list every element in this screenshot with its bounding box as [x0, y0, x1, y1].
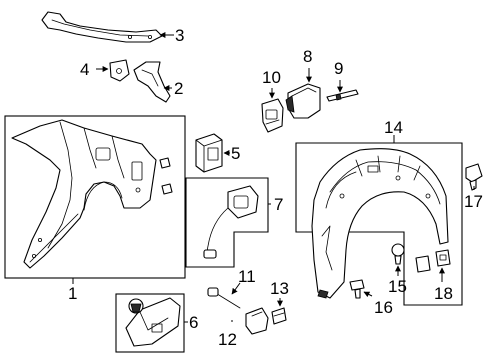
part-14-frame [295, 142, 463, 306]
part-3-reinforcement-strip [41, 11, 163, 43]
part-9-push-rod [326, 89, 359, 102]
part-1-frame [4, 115, 186, 279]
part-16-screw [349, 279, 365, 299]
part-18-clips [415, 249, 451, 273]
part-2-bracket [133, 61, 171, 103]
part-6-frame [115, 293, 185, 353]
part-11-rod [207, 287, 241, 309]
callout-15: 15 [388, 277, 407, 296]
part-10-fuel-door-housing [261, 98, 284, 133]
part-17-retainer [465, 163, 483, 191]
callout-16: 16 [374, 298, 393, 317]
callout-5: 5 [231, 144, 240, 163]
part-1-clips [159, 157, 173, 195]
part-14-fender-liner [311, 148, 449, 299]
callout-6: 6 [189, 313, 198, 332]
part-8-fuel-door [285, 83, 321, 119]
callout-10: 10 [262, 68, 281, 87]
callout-14: 14 [384, 118, 403, 137]
part-15-push-clip [391, 243, 405, 265]
callout-17: 17 [464, 192, 483, 211]
part-1-quarter-panel [11, 119, 157, 269]
leader-16 [363, 291, 373, 298]
part-4-plate [109, 59, 130, 82]
part-13-bumper [271, 307, 287, 325]
leader-11 [231, 282, 241, 295]
callout-13: 13 [270, 279, 289, 298]
callout-9: 9 [334, 59, 343, 78]
callout-2: 2 [174, 79, 183, 98]
part-5-module [195, 133, 223, 173]
callout-3: 3 [175, 26, 184, 45]
part-7-actuator [203, 185, 259, 259]
callout-4: 4 [80, 60, 89, 79]
part-7-frame [185, 177, 269, 268]
part-6-bracket [125, 297, 181, 347]
part-12-connector [245, 307, 269, 335]
callout-11: 11 [238, 267, 256, 286]
callout-12: 12 [218, 330, 237, 349]
callout-1: 1 [68, 284, 77, 303]
callout-7: 7 [274, 195, 283, 214]
callout-8: 8 [303, 47, 312, 66]
callout-18: 18 [434, 284, 453, 303]
